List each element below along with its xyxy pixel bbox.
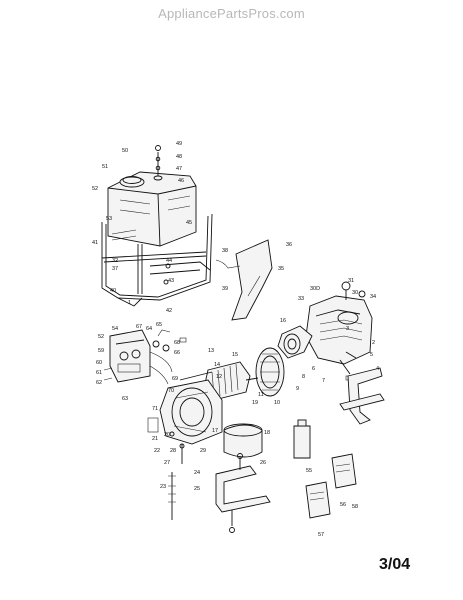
callout-13: 13 bbox=[208, 348, 214, 354]
shield-panel bbox=[215, 239, 273, 321]
watermark: AppliancePartsPros.com bbox=[158, 6, 305, 21]
callout-62: 62 bbox=[96, 380, 102, 386]
callout-56: 56 bbox=[340, 502, 346, 508]
callout-31: 31 bbox=[348, 278, 354, 284]
fuel-tank-assembly bbox=[107, 145, 197, 247]
callout-22: 22 bbox=[154, 448, 160, 454]
callout-41: 41 bbox=[92, 240, 98, 246]
callout-28: 28 bbox=[170, 448, 176, 454]
callout-43: 43 bbox=[168, 278, 174, 284]
callout-32: 32 bbox=[112, 258, 118, 264]
callout-70: 70 bbox=[168, 388, 174, 394]
callout-20: 20 bbox=[164, 432, 170, 438]
callout-67: 67 bbox=[136, 324, 142, 330]
callout-18: 18 bbox=[264, 430, 270, 436]
callout-50: 50 bbox=[122, 148, 128, 154]
callout-40: 40 bbox=[110, 288, 116, 294]
callout-6: 6 bbox=[312, 366, 315, 372]
callout-15: 15 bbox=[232, 352, 238, 358]
callout-60: 60 bbox=[96, 360, 102, 366]
callout-30: 30 bbox=[352, 290, 358, 296]
callout-69: 69 bbox=[172, 376, 178, 382]
callout-57: 57 bbox=[318, 532, 324, 538]
callout-19: 19 bbox=[252, 400, 258, 406]
callout-52-top: 52 bbox=[92, 186, 98, 192]
callout-29: 29 bbox=[200, 448, 206, 454]
mounting-hardware bbox=[147, 417, 271, 533]
callout-12: 12 bbox=[216, 374, 222, 380]
callout-10: 10 bbox=[274, 400, 280, 406]
callout-42: 42 bbox=[166, 308, 172, 314]
base-bracket bbox=[339, 367, 385, 425]
callout-64: 64 bbox=[146, 326, 152, 332]
callout-61: 61 bbox=[96, 370, 102, 376]
callout-7: 7 bbox=[322, 378, 325, 384]
callout-16: 16 bbox=[280, 318, 286, 324]
callout-44: 44 bbox=[166, 258, 172, 264]
callout-49: 49 bbox=[176, 141, 182, 147]
callout-25: 25 bbox=[194, 486, 200, 492]
callout-51: 51 bbox=[102, 164, 108, 170]
callout-52-panel: 52 bbox=[98, 334, 104, 340]
callout-4: 4 bbox=[376, 366, 379, 372]
callout-45: 45 bbox=[186, 220, 192, 226]
date-stamp: 3/04 bbox=[379, 556, 411, 573]
callout-53: 53 bbox=[106, 216, 112, 222]
engine bbox=[277, 281, 373, 381]
callout-17: 17 bbox=[212, 428, 218, 434]
callout-54: 54 bbox=[112, 326, 118, 332]
callout-8: 8 bbox=[302, 374, 305, 380]
callout-3-engine: 3 bbox=[346, 326, 349, 332]
callout-36: 36 bbox=[286, 242, 292, 248]
callout-66: 66 bbox=[174, 350, 180, 356]
callout-23: 23 bbox=[160, 484, 166, 490]
callout-48: 48 bbox=[176, 154, 182, 160]
callout-24: 24 bbox=[194, 470, 200, 476]
callout-30d: 30D bbox=[310, 286, 320, 292]
callout-33: 33 bbox=[298, 296, 304, 302]
callout-35: 35 bbox=[278, 266, 284, 272]
fan-rotor bbox=[179, 347, 285, 401]
callout-1-frame: 1 bbox=[128, 300, 131, 306]
callout-labels: 49 50 51 52 48 47 46 45 53 41 32 37 40 4… bbox=[92, 141, 379, 538]
frame bbox=[101, 213, 213, 307]
callout-27: 27 bbox=[164, 460, 170, 466]
callout-68: 68 bbox=[174, 340, 180, 346]
accessories bbox=[293, 419, 357, 519]
callout-59: 59 bbox=[98, 348, 104, 354]
callout-11: 11 bbox=[258, 392, 264, 398]
callout-39: 39 bbox=[222, 286, 228, 292]
callout-37: 37 bbox=[112, 266, 118, 272]
callout-38: 38 bbox=[222, 248, 228, 254]
callout-58: 58 bbox=[352, 504, 358, 510]
callout-65: 65 bbox=[156, 322, 162, 328]
callout-26: 26 bbox=[260, 460, 266, 466]
callout-34: 34 bbox=[370, 294, 376, 300]
callout-14: 14 bbox=[214, 362, 220, 368]
callout-9: 9 bbox=[296, 386, 299, 392]
callout-55: 55 bbox=[306, 468, 312, 474]
control-panel bbox=[103, 329, 187, 385]
callout-46: 46 bbox=[178, 178, 184, 184]
callout-2-engine: 2 bbox=[372, 340, 375, 346]
callout-71: 71 bbox=[152, 406, 158, 412]
stator-housing bbox=[159, 379, 263, 458]
callout-5: 5 bbox=[370, 352, 373, 358]
callout-47: 47 bbox=[176, 166, 182, 172]
callout-63: 63 bbox=[122, 396, 128, 402]
callout-21: 21 bbox=[152, 436, 158, 442]
